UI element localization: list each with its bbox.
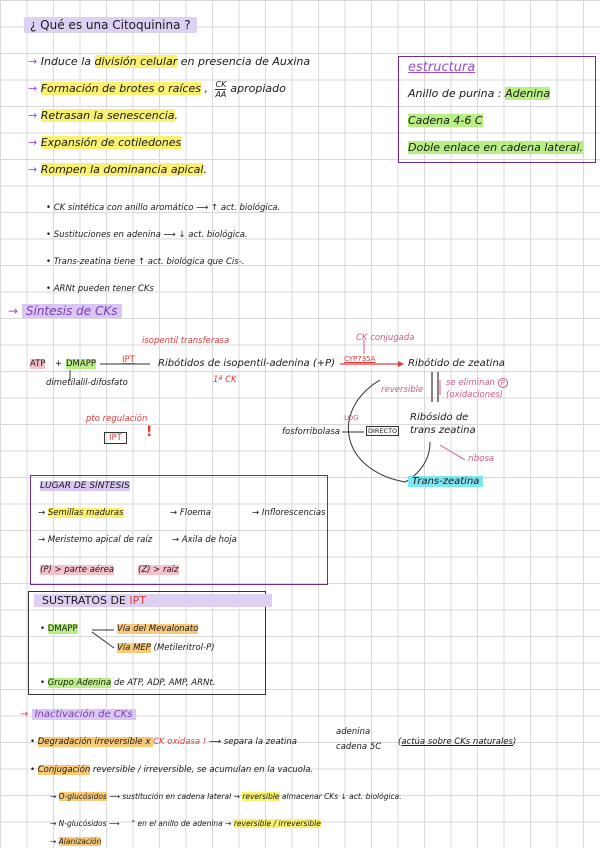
estructura-line3: Doble enlace en cadena lateral. [408,141,584,154]
lugar-item: → Floema [170,508,211,518]
lugar-item: → Axila de hoja [172,535,237,545]
cadena-label: cadena 5C [336,742,382,752]
n-glucosidos: → N-glucósidos ⟶ " en el anillo de adeni… [50,819,321,828]
dmapp-label: DMAPP [66,359,96,369]
lugar-item: → Semillas maduras [38,508,124,518]
sustratos-title: SUSTRATOS DE IPT [34,594,272,607]
first-ck: 1ª CK [213,375,237,385]
ck-conjugada: CK conjugada [356,333,415,343]
o-glucosidos: → O-glucósidos ⟶ sustitución en cadena l… [50,792,402,801]
sustratos-dmapp: • DMAPP [40,624,78,634]
isopentil-label: isopentil transferasa [142,336,230,346]
intro-item: → Expansión de cotiledones [28,136,182,149]
intro-item: → Formación de brotes o raíces , CK AA a… [28,79,286,99]
ipt-box: IPT [104,432,127,444]
exclamation-icon: ! [146,424,153,440]
trans-zeatina: Trans-zeatina [408,476,484,487]
note-item: • Trans-zeatina tiene ↑ act. biológica q… [46,257,245,267]
atp-label: ATP [30,359,46,369]
estructura-title: estructura [408,60,476,75]
page-title: ¿ Qué es una Citoquinina ? [24,17,197,33]
lugar-item: → Meristemo apical de raíz [38,535,153,545]
trans-zeatina-lower: trans zeatina [410,425,476,436]
via-mevalonato: Vía del Mevalonato [117,624,199,634]
alanizacion: → Alanización [50,837,102,846]
intro-item: → Rompen la dominancia apical. [28,163,207,176]
lugar-box [30,475,328,585]
ribotido-zeatina: Ribótido de zeatina [408,358,505,369]
intro-item: → Induce la división celular en presenci… [28,55,311,68]
z-raiz: (Z) > raíz [138,565,179,575]
inactivacion-title: → Inactivación de CKs [20,709,136,720]
inactivacion-line1: • Degradación irreversible x CK oxidasa … [30,737,297,747]
note-item: • ARNt pueden tener CKs [46,284,154,294]
ribosido-label: Ribósido de [410,412,469,423]
estructura-line2: Cadena 4-6 C [408,114,483,127]
sintesis-title: → Síntesis de CKs [8,304,122,318]
ribotidos-label: Ribótidos de isopentil-adenina (+P) [158,358,336,369]
via-mep: Vía MEP (Metileritrol-P) [117,643,215,653]
oxidaciones: (oxidaciones) [446,390,504,400]
p-parte-aerea: (P) > parte aérea [40,565,115,575]
fosforribolasa: fosforribolasa [282,427,340,437]
note-item: • CK sintética con anillo aromático ⟶ ↑ … [46,203,281,213]
notes-list: • CK sintética con anillo aromático ⟶ ↑ … [46,195,280,303]
directo-label: DIRECTO [366,426,400,436]
estructura-box [398,56,596,163]
note-item: • Sustituciones en adenina ⟶ ↓ act. biol… [46,230,248,240]
dmapp-full: dimetilalil-difosfato [46,378,128,388]
log-label: LOG [344,414,359,422]
actua-label: (actúa sobre CKs naturales) [398,737,517,747]
se-eliminan: se eliminan P [446,378,508,388]
adenina-label: adenina [336,727,371,737]
pto-regulacion: pto regulación [86,414,148,424]
lugar-item: → Inflorescencias [252,508,326,518]
lugar-title: LUGAR DE SÍNTESIS [40,481,130,491]
inactivacion-line2: • Conjugación reversible / irreversible,… [30,765,314,775]
ipt-enzyme: IPT [122,355,135,365]
sustratos-grupo: • Grupo Adenina de ATP, ADP, AMP, ARNt. [40,678,216,688]
ratio: CK AA [215,79,227,99]
ribosa-label: ribosa [468,454,495,464]
reversible-label: reversible [381,385,424,395]
estructura-line1: Anillo de purina : Adenina [408,87,551,100]
plus-label: + [55,359,63,369]
sustratos-box [28,591,266,695]
intro-list: → Induce la división celular en presenci… [28,48,310,183]
cyp735a: CYP735A [344,355,376,363]
intro-item: → Retrasan la senescencia. [28,109,179,122]
